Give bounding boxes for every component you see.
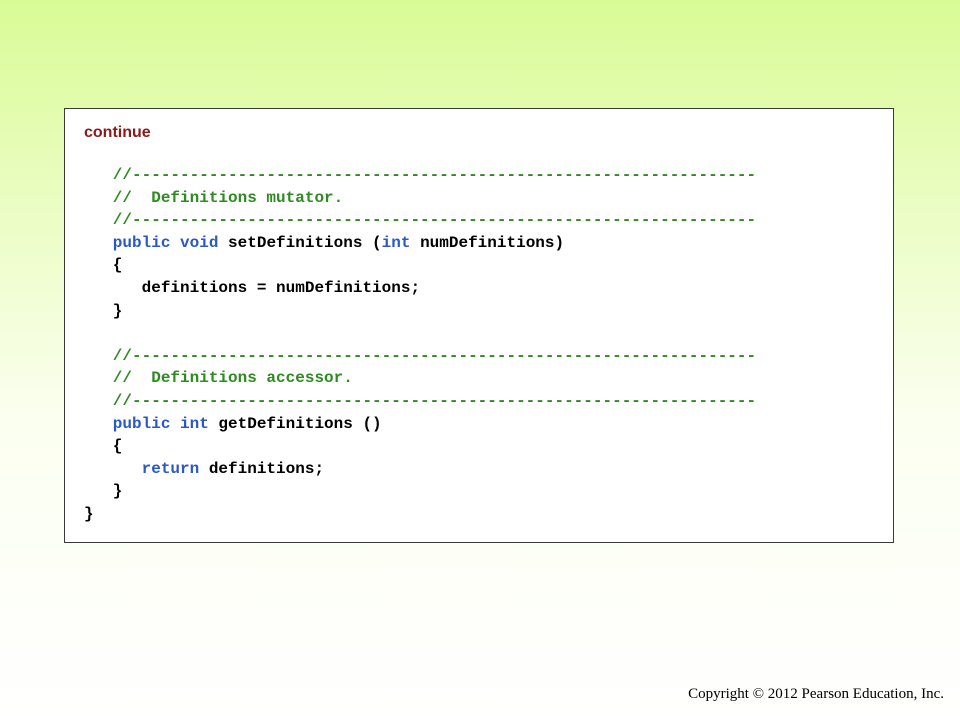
code-line: } [84,300,756,323]
code-token-comment: //--------------------------------------… [84,391,757,410]
code-line: { [84,254,756,277]
code-token-keyword: public int [84,414,219,433]
code-line: { [84,435,756,458]
code-token-comment: // Definitions accessor. [84,369,353,388]
code-line: } [84,503,756,526]
code-line: return definitions; [84,458,756,481]
copyright-notice: Copyright © 2012 Pearson Education, Inc. [688,686,944,702]
code-token-plain: } [84,504,94,523]
code-token-plain: definitions; [199,459,325,478]
code-line: // Definitions accessor. [84,367,756,390]
code-line [84,322,756,345]
code-token-keyword: int [381,233,411,252]
code-token-keyword: return [84,459,200,478]
code-token-comment: //--------------------------------------… [84,211,757,230]
code-listing-panel: continue //-----------------------------… [64,108,894,543]
code-token-plain: { [84,437,123,456]
code-lines: //--------------------------------------… [84,164,756,526]
code-token-plain: numDefinitions) [410,233,565,252]
code-line: // Definitions mutator. [84,187,756,210]
code-token-keyword: public void [84,233,229,252]
code-line: public int getDefinitions () [84,413,756,436]
code-token-plain: definitions = numDefinitions; [84,278,421,297]
code-token-plain: } [84,482,123,501]
code-line: //--------------------------------------… [84,209,756,232]
continue-label: continue [84,124,151,141]
code-line: //--------------------------------------… [84,345,756,368]
code-line: //--------------------------------------… [84,164,756,187]
code-token-plain: { [84,256,123,275]
code-line: definitions = numDefinitions; [84,277,756,300]
code-token-plain: } [84,301,123,320]
code-token-plain: getDefinitions () [218,414,382,433]
code-line: public void setDefinitions (int numDefin… [84,232,756,255]
code-token-comment: // Definitions mutator. [84,188,344,207]
code-token-comment: //--------------------------------------… [84,166,757,184]
code-line: } [84,480,756,503]
code-token-plain: setDefinitions ( [228,233,382,252]
code-line: //--------------------------------------… [84,390,756,413]
code-token-comment: //--------------------------------------… [84,346,757,365]
